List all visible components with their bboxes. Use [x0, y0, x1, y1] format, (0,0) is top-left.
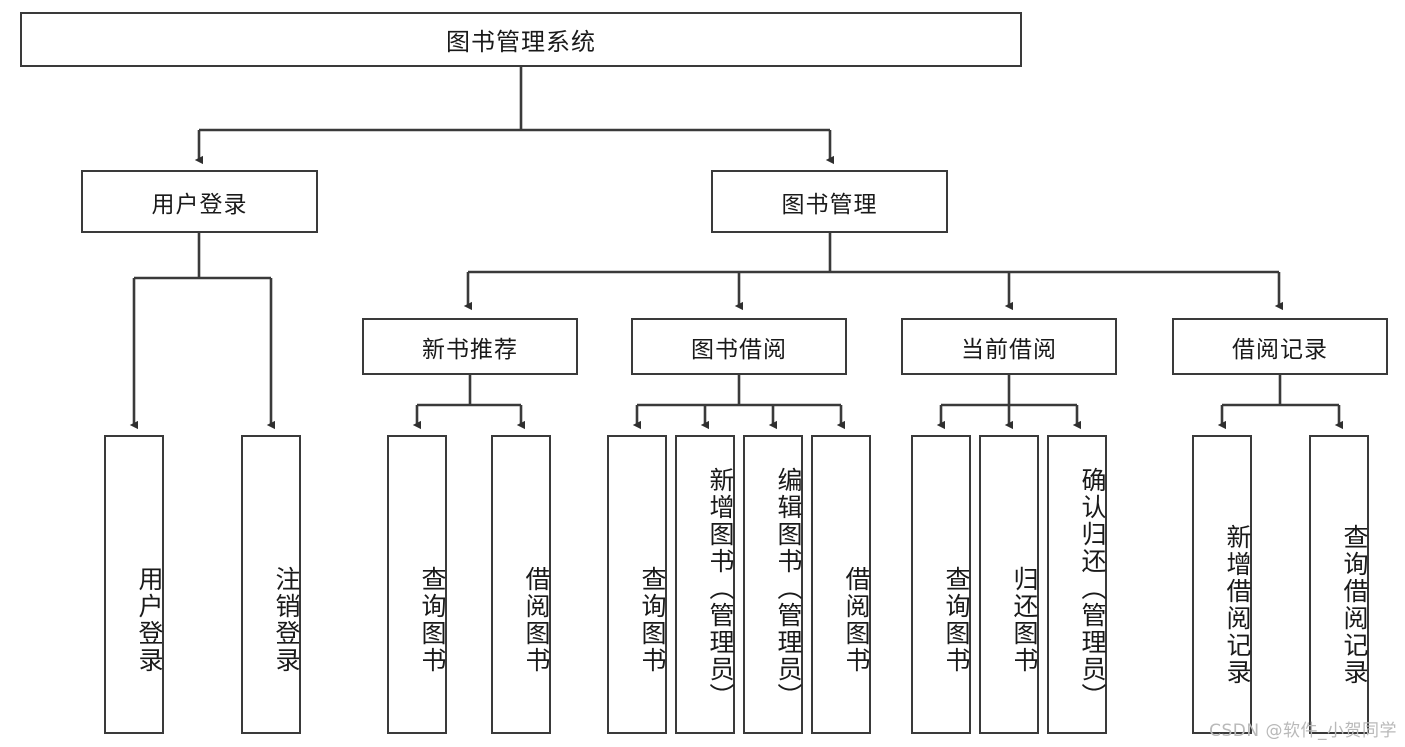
node-label: 注销登录: [272, 565, 301, 674]
node-label: 新增借阅记录: [1223, 523, 1252, 686]
node-label: 查询图书: [418, 565, 447, 674]
leaf-node-add-book[interactable]: 新增图书（管理员）: [675, 435, 735, 734]
leaf-node-query-book-2[interactable]: 查询图书: [607, 435, 667, 734]
node-label: 编辑图书（管理员）: [774, 467, 803, 710]
node-book-borrow[interactable]: 图书借阅: [631, 318, 847, 375]
leaf-node-query-book-1[interactable]: 查询图书: [387, 435, 447, 734]
node-label: 归还图书: [1010, 565, 1039, 674]
node-label: 确认归还（管理员）: [1078, 467, 1107, 710]
node-borrow-record[interactable]: 借阅记录: [1172, 318, 1388, 375]
node-user-login[interactable]: 用户登录: [81, 170, 318, 233]
node-label: 借阅图书: [842, 565, 871, 674]
node-current-borrow[interactable]: 当前借阅: [901, 318, 1117, 375]
leaf-node-borrow-book-1[interactable]: 借阅图书: [491, 435, 551, 734]
node-label: 新书推荐: [422, 336, 518, 363]
leaf-node-edit-book[interactable]: 编辑图书（管理员）: [743, 435, 803, 734]
node-label: 查询图书: [638, 565, 667, 674]
node-label: 借阅记录: [1232, 336, 1328, 363]
leaf-node-query-book-3[interactable]: 查询图书: [911, 435, 971, 734]
node-new-book-recommend[interactable]: 新书推荐: [362, 318, 578, 375]
leaf-node-query-record[interactable]: 查询借阅记录: [1309, 435, 1369, 734]
node-root-system[interactable]: 图书管理系统: [20, 12, 1022, 67]
leaf-node-add-record[interactable]: 新增借阅记录: [1192, 435, 1252, 734]
node-label: 查询图书: [942, 565, 971, 674]
leaf-node-logout-login[interactable]: 注销登录: [241, 435, 301, 734]
node-label: 借阅图书: [522, 565, 551, 674]
node-label: 当前借阅: [961, 336, 1057, 363]
node-label: 图书管理: [781, 191, 878, 218]
node-label: 用户登录: [151, 191, 248, 218]
node-label: 图书借阅: [691, 336, 787, 363]
leaf-node-confirm-return[interactable]: 确认归还（管理员）: [1047, 435, 1107, 734]
leaf-node-borrow-book-2[interactable]: 借阅图书: [811, 435, 871, 734]
leaf-node-return-book[interactable]: 归还图书: [979, 435, 1039, 734]
node-label: 查询借阅记录: [1340, 523, 1369, 686]
node-label: 新增图书（管理员）: [706, 467, 735, 710]
node-label: 用户登录: [135, 565, 164, 674]
node-label: 图书管理系统: [446, 28, 596, 56]
leaf-node-user-login[interactable]: 用户登录: [104, 435, 164, 734]
node-book-manage[interactable]: 图书管理: [711, 170, 948, 233]
